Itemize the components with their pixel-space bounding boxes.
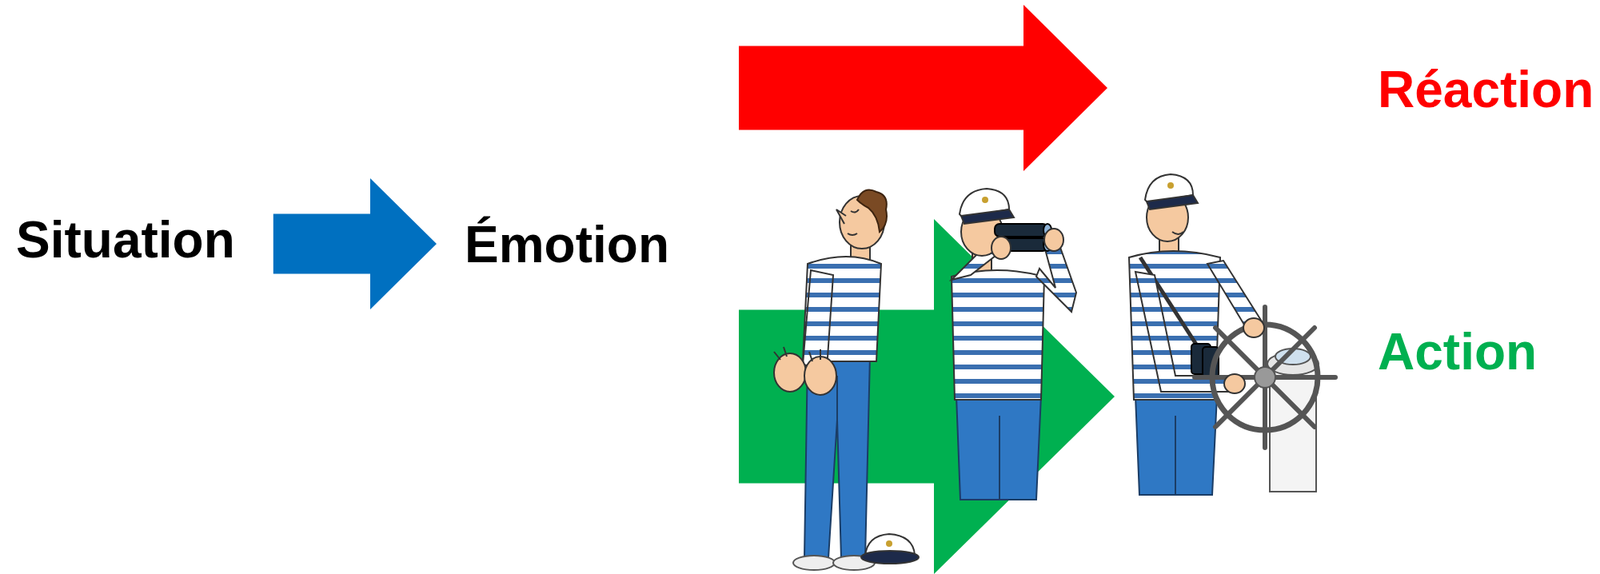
- node-text: Émotion: [464, 214, 670, 276]
- passive-sailor-part: [861, 550, 919, 564]
- steering-sailor-part: [1146, 195, 1198, 210]
- steering-sailor-part-part: [1215, 327, 1315, 427]
- steering-sailor-part: [1172, 231, 1184, 235]
- situation-label: Situation: [15, 209, 236, 272]
- reaction-label: Réaction: [1377, 59, 1594, 121]
- observing-sailor-part: [956, 395, 1042, 500]
- observing-sailor-part: [1044, 228, 1064, 252]
- steering-sailor-part: [1194, 307, 1336, 448]
- action-label: Action: [1377, 321, 1537, 384]
- passive-sailor-part: [857, 190, 887, 232]
- steering-sailor-part: [1243, 318, 1265, 338]
- passive-sailor-part: [804, 356, 837, 396]
- observing-sailor-part: [951, 270, 1045, 400]
- node-text: Action: [1377, 321, 1537, 384]
- observing-sailor-part: [998, 415, 1001, 500]
- passive-sailor-part: [774, 347, 821, 362]
- steering-sailor-part: [1224, 374, 1245, 394]
- passive-sailor-part: [847, 233, 858, 236]
- observing-sailor-part: [961, 209, 1014, 224]
- passive-sailor: [774, 190, 919, 571]
- node-text: Réaction: [1377, 59, 1594, 121]
- steering-sailor-part: [1174, 415, 1177, 495]
- passive-sailor-part: [804, 355, 870, 559]
- observing-sailor-part: [994, 223, 1048, 237]
- passive-sailor-part: [774, 353, 806, 392]
- observing-sailor-part: [981, 196, 989, 204]
- passive-sailor-part: [885, 540, 893, 547]
- passive-sailor-part: [850, 209, 859, 213]
- steering-sailor-part: [1254, 367, 1276, 388]
- passive-sailor-part: [802, 270, 834, 370]
- steering-sailor-part-part: [1215, 327, 1315, 427]
- observing-sailor-part: [991, 236, 1011, 260]
- node-text: Situation: [15, 209, 236, 272]
- observing-sailor: [951, 188, 1077, 500]
- steering-sailor-part: [1167, 182, 1174, 189]
- block-arrow: [738, 4, 1108, 172]
- steering-sailor: [1129, 174, 1336, 495]
- observing-sailor-part: [1036, 243, 1077, 312]
- passive-sailor-part: [836, 375, 838, 420]
- emotion-label: Émotion: [464, 214, 670, 276]
- block-arrow: [738, 219, 1115, 574]
- block-arrow: [273, 178, 437, 310]
- steering-sailor-part: [1135, 395, 1217, 495]
- passive-sailor-part: [836, 209, 846, 224]
- steering-sailor-part: [1212, 324, 1318, 431]
- passive-sailor-part: [793, 555, 835, 571]
